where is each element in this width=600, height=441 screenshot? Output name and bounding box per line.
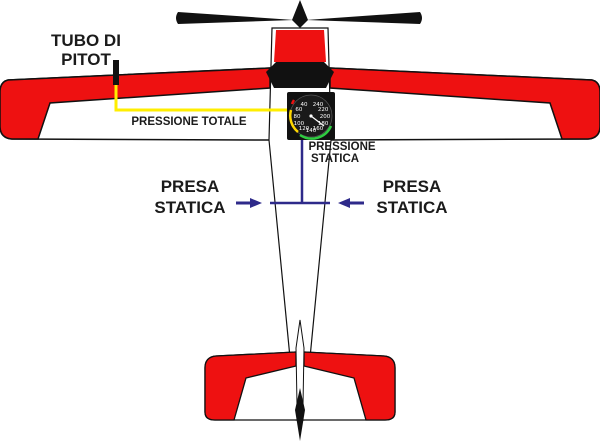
static-pressure-lines xyxy=(270,140,330,205)
left-wing-red-stripe xyxy=(0,67,271,140)
canopy xyxy=(266,62,334,88)
rudder xyxy=(295,388,305,441)
nose-cowling-red xyxy=(274,30,326,62)
gauge-tick-label: 100 xyxy=(294,121,305,127)
right-static-port-arrow xyxy=(338,198,364,208)
total-pressure-line xyxy=(114,85,288,112)
total-pressure-label: PRESSIONE TOTALE xyxy=(131,116,247,128)
propeller-right-blade xyxy=(306,12,422,24)
right-static-port-label-line1: PRESA xyxy=(383,177,442,196)
gauge-tick-label: 40 xyxy=(301,102,308,108)
gauge-tick-label: 120 xyxy=(299,126,310,132)
gauge-tick-label: 220 xyxy=(318,107,329,113)
gauge-tick-label: 60 xyxy=(295,107,302,113)
gauge-tick-label: 140 xyxy=(306,128,317,134)
static-pressure-label-line2: STATICA xyxy=(311,153,359,165)
gauge-tick-label: 80 xyxy=(294,114,301,120)
horizontal-tail xyxy=(204,319,396,441)
left-static-port-arrow xyxy=(236,198,262,208)
propeller-left-blade xyxy=(176,12,294,24)
pitot-label-line2: PITOT xyxy=(61,50,111,69)
left-static-port-label-line1: PRESA xyxy=(161,177,220,196)
gauge-hub xyxy=(309,114,313,118)
gauge-tick-label: 240 xyxy=(313,102,324,108)
spinner xyxy=(292,0,308,28)
tail-right-red xyxy=(303,351,396,421)
right-static-port-label-line2: STATICA xyxy=(376,198,447,217)
gauge-yellow-arc xyxy=(289,109,299,133)
gauge-tick-label: 160 xyxy=(313,126,324,132)
pitot-tube xyxy=(113,60,119,85)
gauge-tick-label: 180 xyxy=(318,121,329,127)
left-static-port-label-line2: STATICA xyxy=(154,198,225,217)
static-pressure-label-line1: PRESSIONE xyxy=(308,141,375,153)
propeller xyxy=(176,0,422,28)
gauge-tick-label: 200 xyxy=(320,114,331,120)
tail-left-red xyxy=(204,351,297,421)
pitot-label-line1: TUBO DI xyxy=(51,31,121,50)
gauge-red-mark xyxy=(290,99,296,105)
gauge-needle xyxy=(310,115,325,127)
gauge-green-arc xyxy=(299,125,333,140)
